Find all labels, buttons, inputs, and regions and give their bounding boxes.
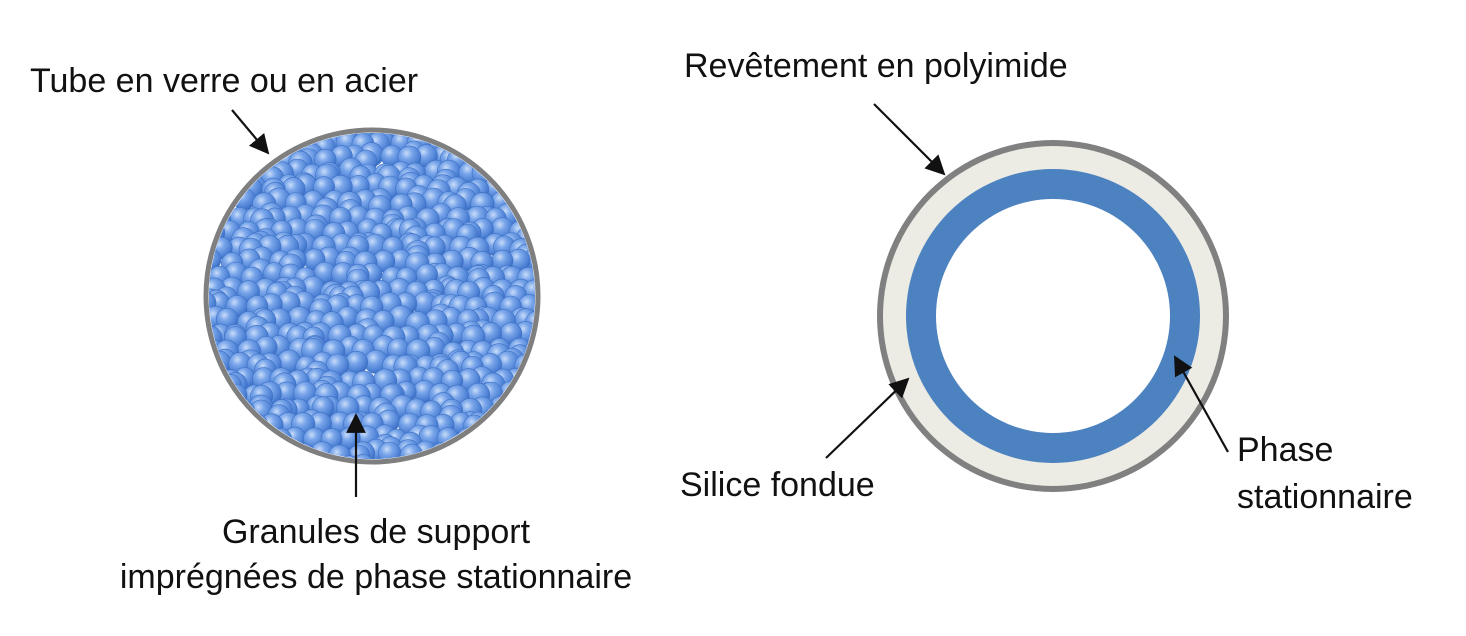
coating-label: Revêtement en polyimide — [684, 47, 1068, 85]
capillary-column: Revêtement en polyimide Silice fondue Ph… — [680, 47, 1413, 516]
silica-arrow — [825, 377, 910, 459]
silica-label: Silice fondue — [680, 466, 875, 504]
coating-arrow — [873, 103, 946, 176]
phase-label-line1: Phase — [1237, 431, 1333, 469]
phase-label-line2: stationnaire — [1237, 478, 1413, 516]
granule-bead — [337, 455, 361, 459]
phase-arrow — [1174, 355, 1229, 453]
packed-column: Tube en verre ou en acier Granules de su… — [30, 62, 632, 596]
tube-wall — [203, 127, 541, 465]
tube-label: Tube en verre ou en acier — [30, 62, 418, 100]
support-granules — [209, 133, 535, 459]
column-bore — [936, 199, 1170, 433]
granule-bead — [351, 454, 375, 459]
granules-label-line2: imprégnées de phase stationnaire — [120, 558, 632, 596]
granules-label-line1: Granules de support — [222, 513, 531, 551]
tube-arrow — [231, 109, 270, 155]
